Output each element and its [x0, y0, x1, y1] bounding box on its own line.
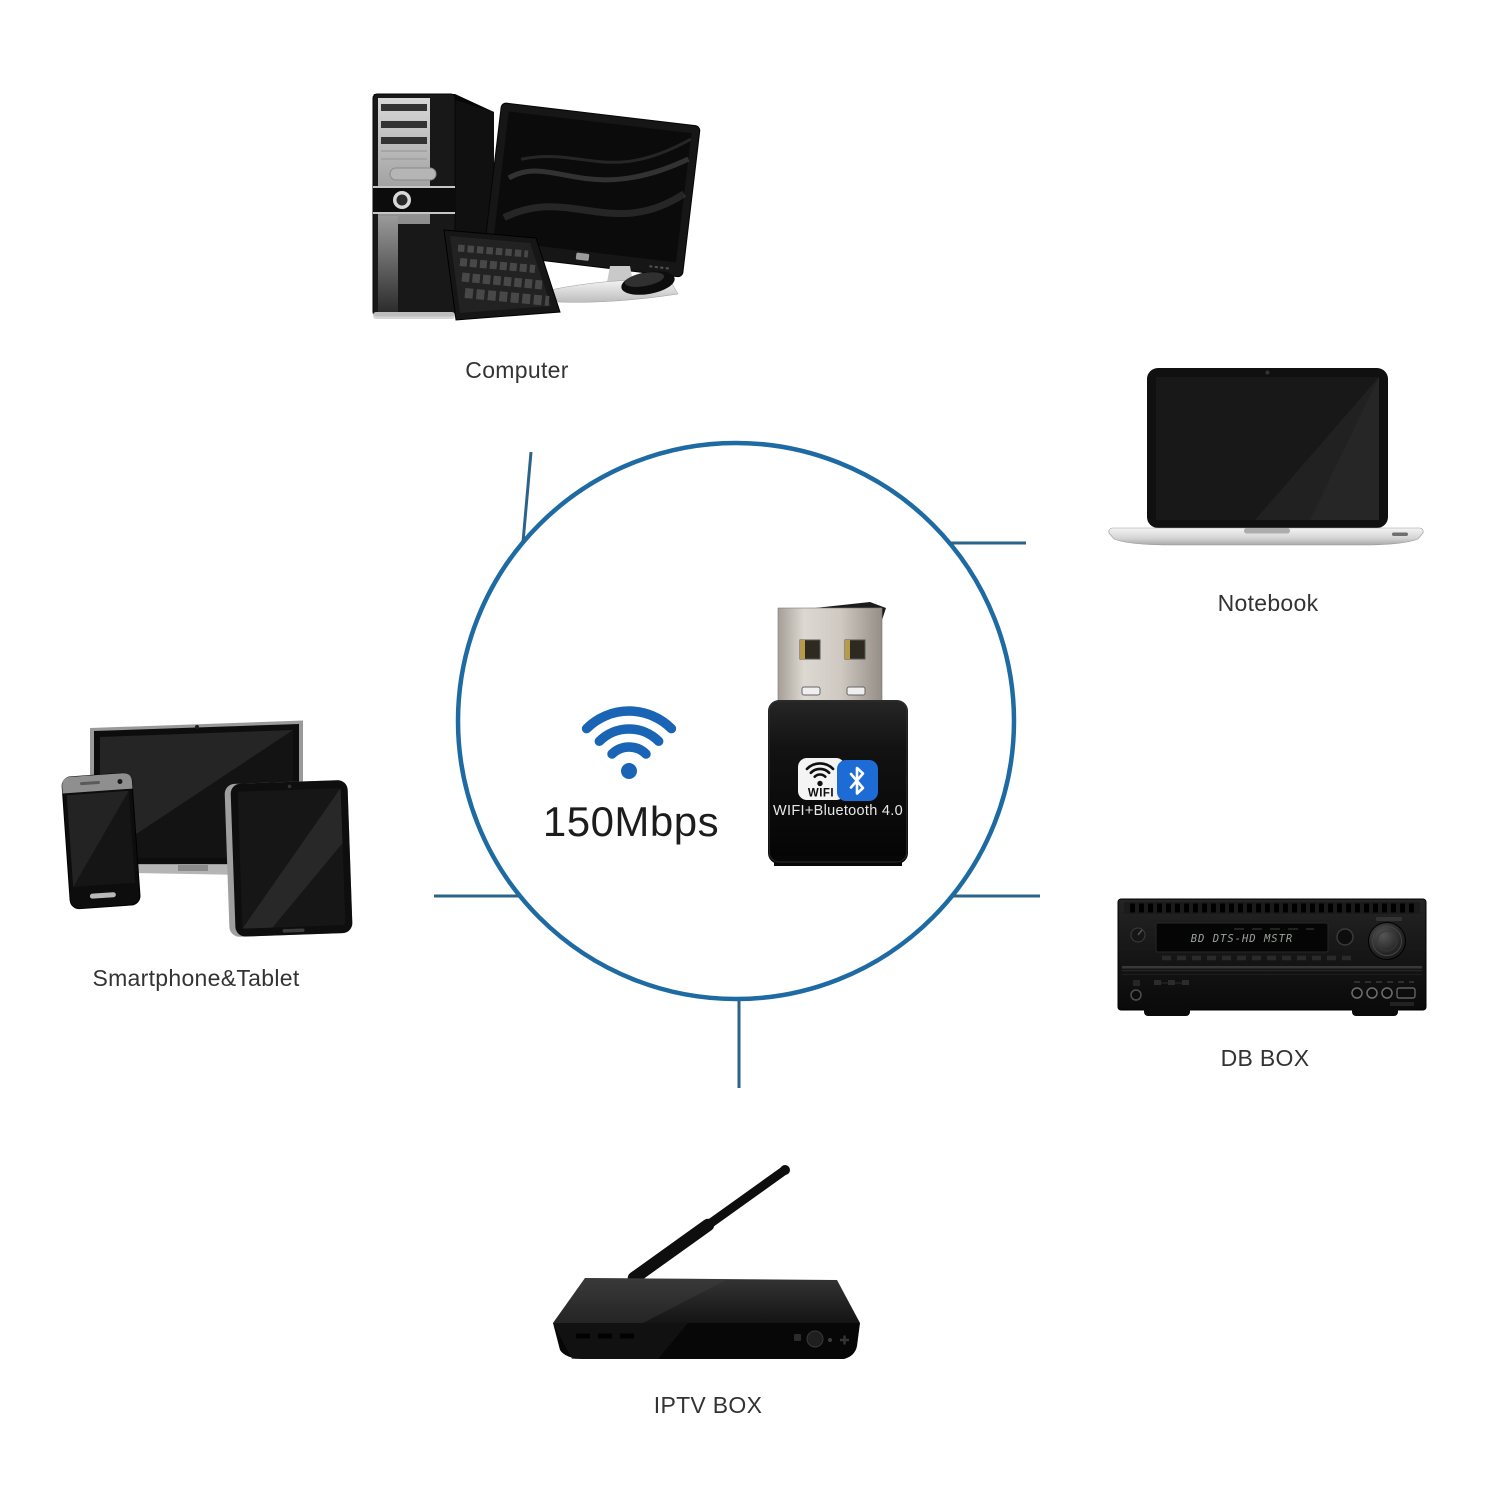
computer-label: Computer [465, 357, 569, 383]
lower-right-jacks [1351, 981, 1416, 1006]
iptv-box-label: IPTV BOX [653, 1392, 763, 1418]
iptv-box-image [553, 1165, 860, 1359]
receiver-top-vents [1124, 902, 1420, 914]
adapter-wifi-badge: WIFI [798, 758, 845, 800]
volume-knob [1368, 922, 1406, 960]
notebook-label: Notebook [1217, 590, 1319, 616]
db-box-label: DB BOX [1220, 1045, 1310, 1071]
computer-keyboard [443, 229, 561, 321]
usb-adapter-image: WIFI WIFI+Bluetooth 4.0 [768, 602, 908, 866]
webcam-dot [1265, 370, 1270, 375]
monitor-logo [575, 252, 590, 261]
db-box-image: BD DTS-HD MSTR [1117, 898, 1427, 1016]
usb-connector [777, 602, 886, 704]
antenna [627, 1165, 790, 1285]
hub-circle [455, 440, 1017, 1002]
notebook-base [1108, 527, 1424, 546]
connector-line-computer [521, 451, 533, 543]
wifi-icon [581, 706, 677, 779]
bluetooth-icon [849, 766, 865, 795]
smartphone-tablet-image [61, 720, 353, 937]
adapter-caption: WIFI+Bluetooth 4.0 [773, 803, 903, 819]
notebook-image [1108, 368, 1424, 546]
tablet [224, 780, 353, 937]
adapter-bluetooth-badge [837, 760, 878, 801]
adapter-wifi-text: WIFI [808, 788, 834, 800]
speed-label: 150Mbps [542, 798, 720, 845]
smartphone [61, 772, 141, 910]
display-text: BD DTS-HD MSTR [1191, 933, 1294, 945]
receiver-feet [1144, 1006, 1398, 1016]
input-knob [1130, 927, 1146, 943]
notebook-screen [1147, 368, 1388, 528]
box-body [553, 1278, 860, 1359]
front-button-row [1122, 955, 1422, 975]
tuning-ring [1336, 928, 1354, 946]
lower-left-controls [1130, 980, 1189, 1001]
front-display: BD DTS-HD MSTR [1155, 922, 1329, 953]
brand-mark [1376, 917, 1402, 921]
computer-image [372, 93, 701, 321]
smartphone-tablet-label: Smartphone&Tablet [92, 965, 300, 991]
computer-monitor [483, 102, 701, 278]
computer-mouse [621, 271, 675, 295]
front-panel-controls [794, 1330, 849, 1348]
